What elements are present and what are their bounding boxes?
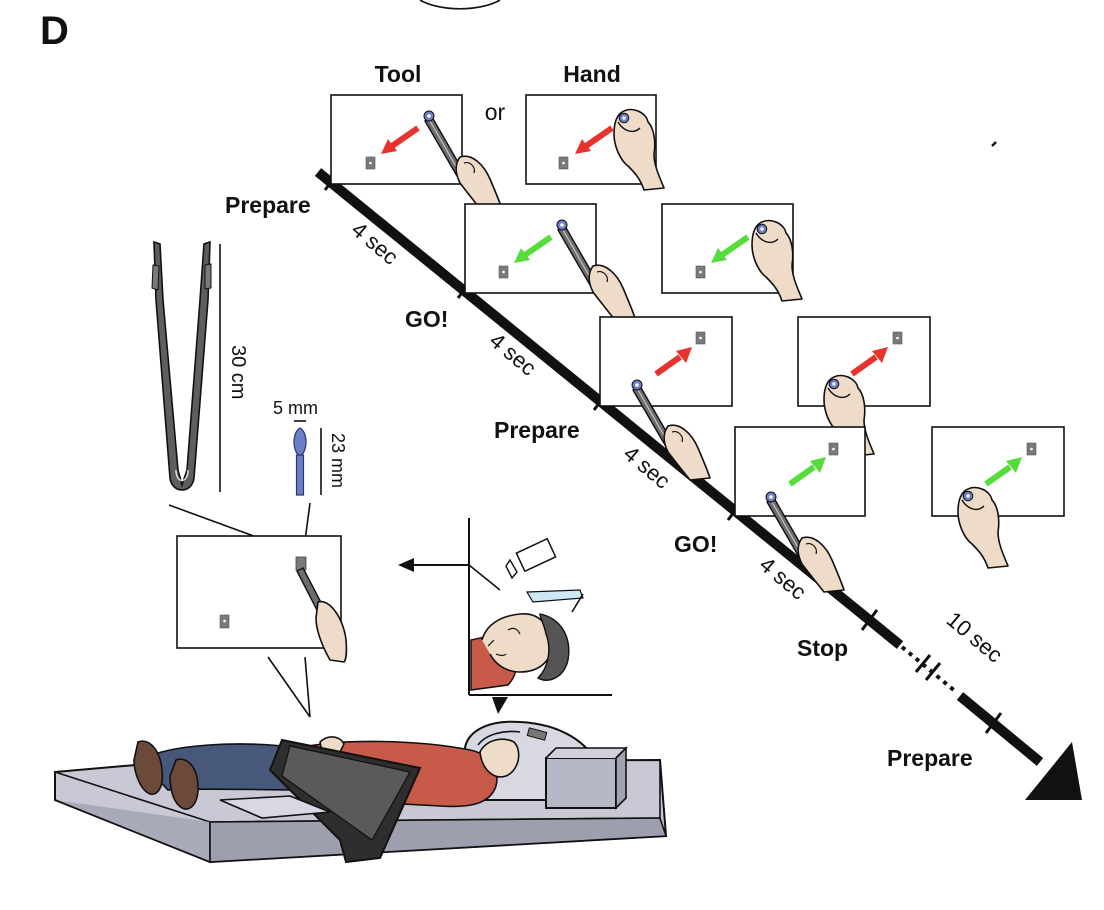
hand-condition-label: Hand xyxy=(563,61,621,87)
cue-panel-tool-prepare xyxy=(330,94,503,212)
connector-line xyxy=(267,656,311,718)
event-label: Prepare xyxy=(225,192,311,218)
projector-icon xyxy=(505,537,557,580)
cue-panel-tool-prepare-return xyxy=(599,316,733,481)
red-arrow-icon xyxy=(676,347,692,363)
tip-length-label: 23 mm xyxy=(328,433,348,488)
panel-letter: D xyxy=(40,9,69,53)
or-label: or xyxy=(485,99,506,125)
tongs-length-label: 30 cm xyxy=(227,345,249,399)
timeline-arrowhead-icon xyxy=(1025,742,1082,800)
tick-mark xyxy=(860,609,879,631)
tip-width-label: 5 mm xyxy=(273,398,318,418)
event-label: Prepare xyxy=(887,745,973,771)
connector-line xyxy=(304,656,311,718)
cue-panel-tool-go xyxy=(464,203,636,321)
stray-mark xyxy=(991,141,997,147)
tongs-tool-icon xyxy=(151,240,212,491)
cue-panel-tool-go-return xyxy=(734,426,866,593)
event-label: GO! xyxy=(674,531,717,557)
tip-icon xyxy=(293,427,307,496)
cropped-circle-icon xyxy=(419,0,501,10)
enlarged-screen-view xyxy=(176,535,348,663)
cue-panel-hand-prepare-return xyxy=(797,316,931,457)
green-arrow-icon xyxy=(1006,457,1022,473)
down-pointer-icon xyxy=(492,697,508,714)
red-arrow-icon xyxy=(872,347,888,363)
shoe xyxy=(133,740,164,795)
green-arrow-icon xyxy=(514,248,530,263)
red-arrow-icon xyxy=(381,139,397,154)
interval-label: 10 sec xyxy=(942,607,1008,668)
scanner-scene xyxy=(54,720,668,864)
cue-panel-hand-go xyxy=(661,203,803,302)
side-view-panel xyxy=(468,518,612,696)
shoe xyxy=(169,758,199,810)
left-arrow-icon xyxy=(398,558,414,572)
cue-panel-hand-go-return xyxy=(931,426,1065,569)
event-label: Prepare xyxy=(494,417,580,443)
red-arrow-icon xyxy=(575,139,591,154)
tool-condition-label: Tool xyxy=(375,61,422,87)
hair xyxy=(536,613,570,681)
cue-panel-hand-prepare xyxy=(525,94,665,191)
green-arrow-icon xyxy=(711,248,727,263)
mirror-icon xyxy=(525,589,584,613)
event-label: GO! xyxy=(405,306,448,332)
event-label: Stop xyxy=(797,635,848,661)
tick-mark xyxy=(984,712,1003,734)
green-arrow-icon xyxy=(810,457,826,473)
